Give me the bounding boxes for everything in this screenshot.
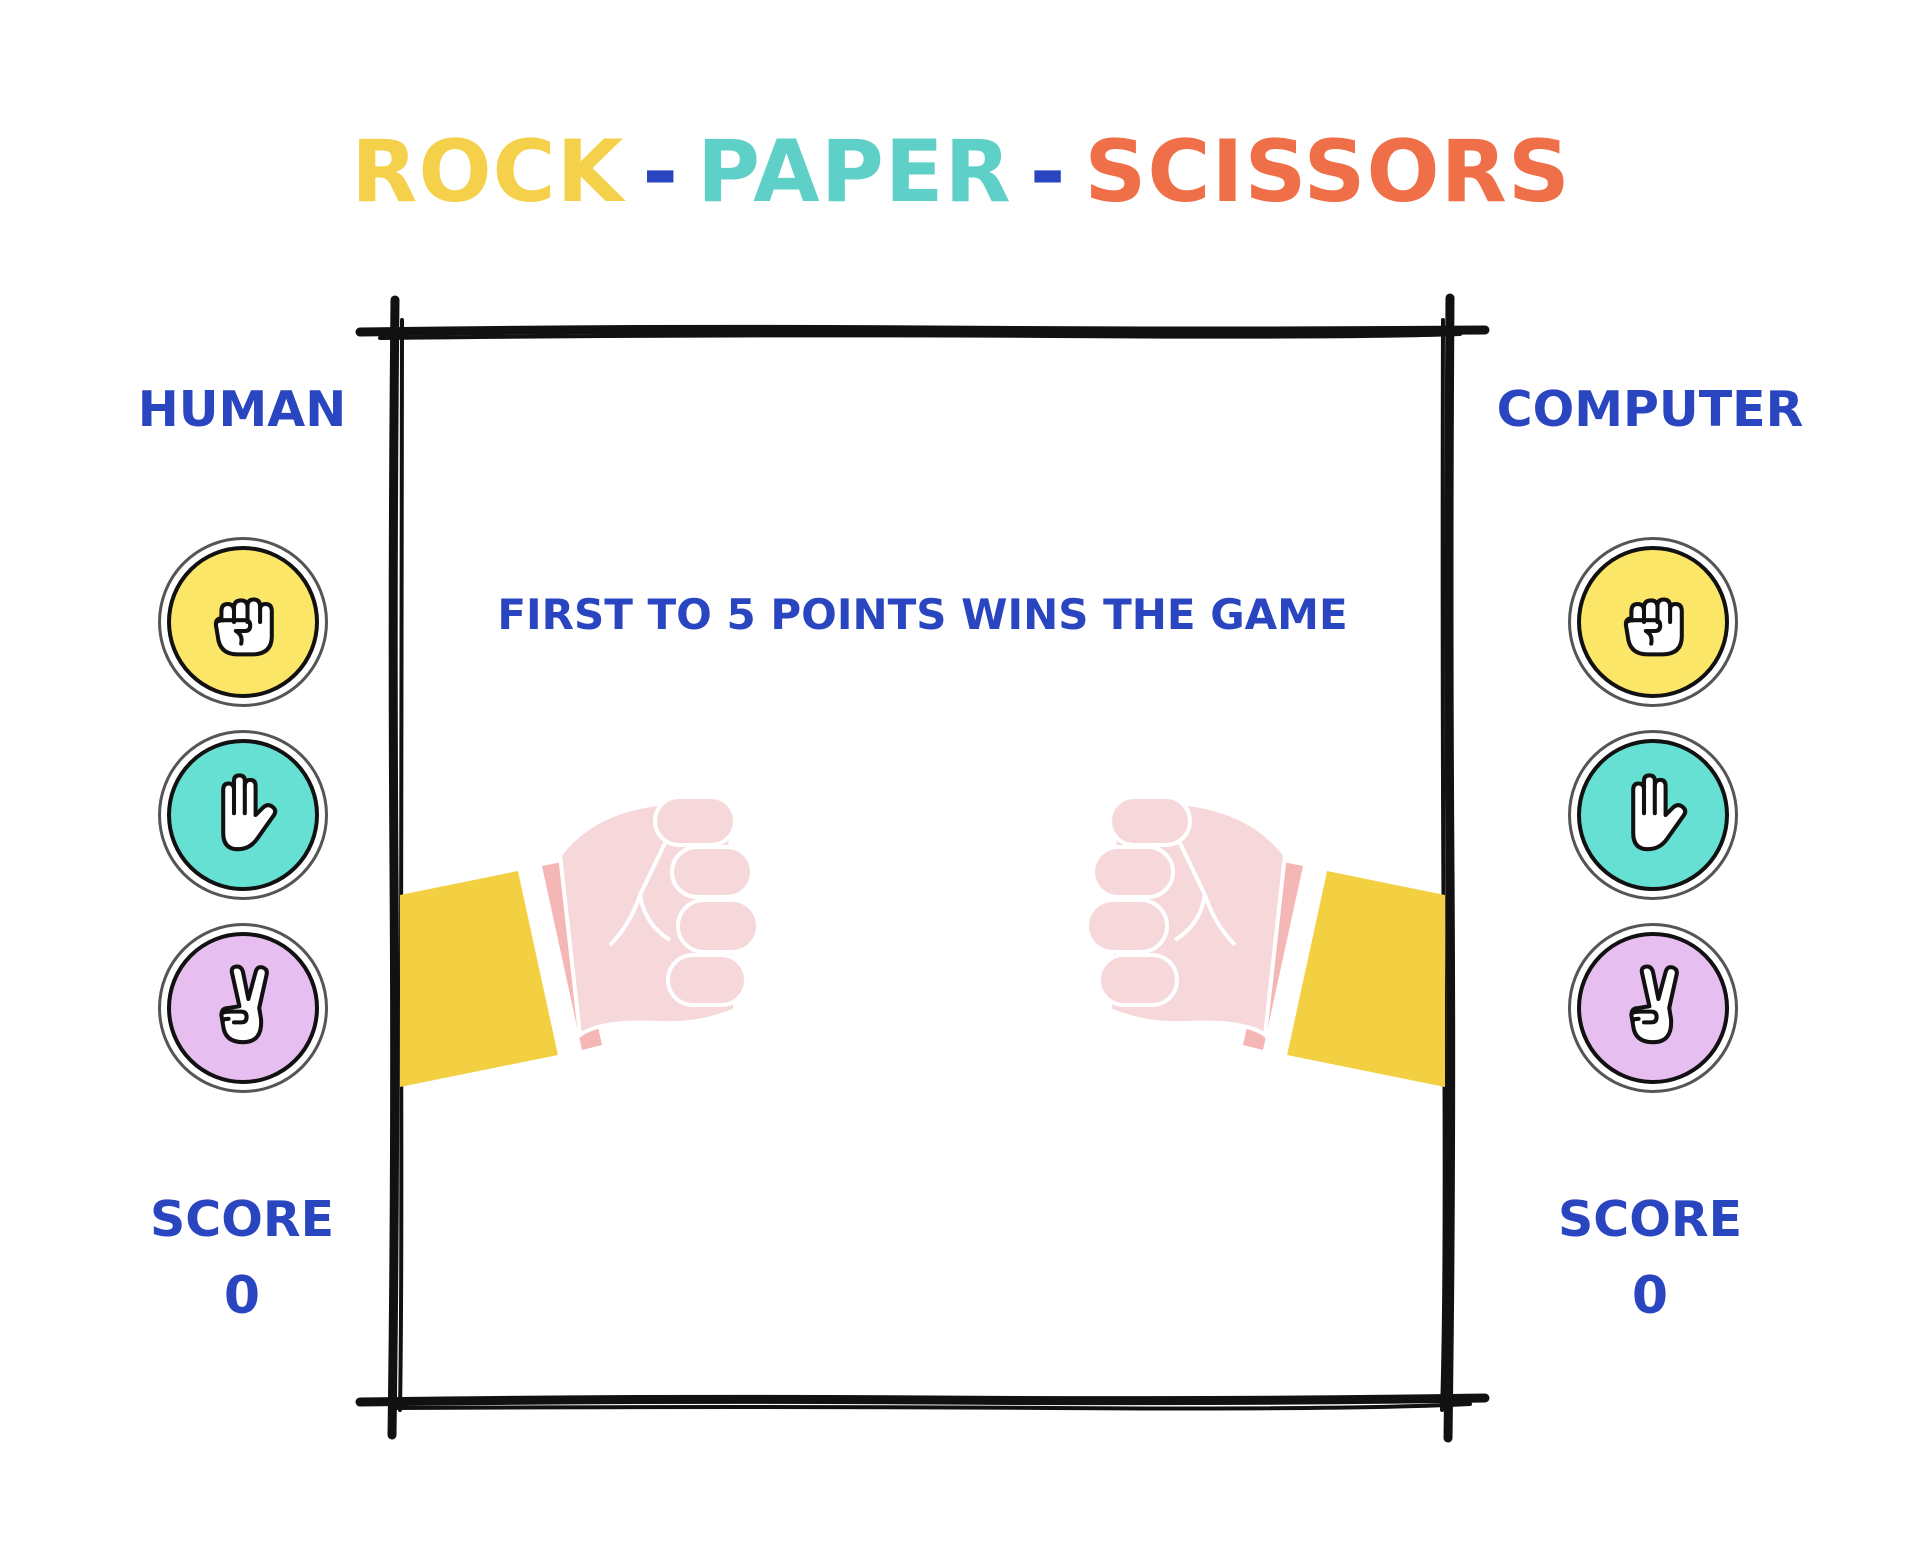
game-arena: FIRST TO 5 POINTS WINS THE GAME: [355, 293, 1490, 1443]
title-separator: -: [642, 122, 680, 222]
rock-option: [167, 546, 319, 698]
human-scissors-button[interactable]: [158, 923, 328, 1093]
peace-hand-icon: [1629, 964, 1679, 1045]
scissors-option: [167, 932, 319, 1084]
human-score-label: SCORE: [149, 1191, 335, 1248]
open-hand-icon: [221, 773, 278, 852]
fist-icon: [213, 597, 274, 657]
computer-score-label: SCORE: [1557, 1191, 1743, 1248]
open-hand-icon: [1631, 773, 1688, 852]
human-score-value: 0: [223, 1266, 261, 1326]
game-message: FIRST TO 5 POINTS WINS THE GAME: [497, 590, 1348, 639]
hands-illustration: [400, 795, 1445, 1087]
title-rock: ROCK: [351, 122, 625, 222]
rock-option: [1577, 546, 1729, 698]
computer-paper-button: [1568, 730, 1738, 900]
peace-hand-icon: [219, 964, 269, 1045]
computer-scissors-button: [1568, 923, 1738, 1093]
title-paper: PAPER: [697, 122, 1012, 222]
title-scissors: SCISSORS: [1084, 122, 1571, 222]
paper-option: [1577, 739, 1729, 891]
computer-hand: [1085, 795, 1445, 1087]
title-separator: -: [1029, 122, 1067, 222]
fist-icon: [1623, 597, 1684, 657]
paper-option: [167, 739, 319, 891]
human-hand: [400, 795, 760, 1087]
scissors-option: [1577, 932, 1729, 1084]
game-title: ROCK-PAPER-SCISSORS: [0, 122, 1922, 222]
human-rock-button[interactable]: [158, 537, 328, 707]
human-paper-button[interactable]: [158, 730, 328, 900]
computer-label: COMPUTER: [1496, 381, 1804, 438]
computer-rock-button: [1568, 537, 1738, 707]
human-label: HUMAN: [137, 381, 347, 438]
computer-score-value: 0: [1631, 1266, 1669, 1326]
